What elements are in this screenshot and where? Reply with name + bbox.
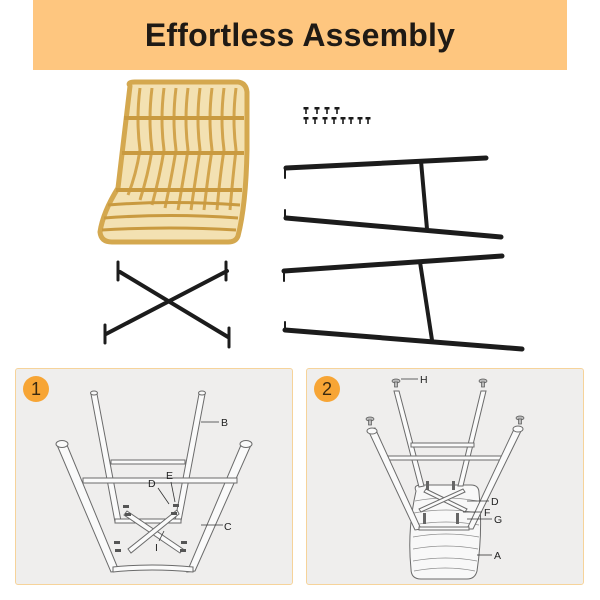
label-a: A bbox=[494, 550, 501, 562]
leg-frame-c-image bbox=[281, 253, 525, 352]
step-2-badge: 2 bbox=[314, 376, 340, 402]
step-1-panel: 1 bbox=[15, 368, 293, 585]
step-1-number: 1 bbox=[30, 378, 41, 399]
label-g: G bbox=[494, 514, 502, 526]
parts-photo bbox=[0, 70, 600, 365]
label-b: B bbox=[221, 417, 228, 429]
page-title: Effortless Assembly bbox=[144, 16, 456, 53]
label-f: F bbox=[484, 507, 490, 519]
step-1-badge: 1 bbox=[23, 376, 49, 402]
label-e: E bbox=[166, 470, 173, 482]
screws-image bbox=[303, 107, 371, 124]
step-2-panel: 2 bbox=[306, 368, 584, 585]
leg-frame-b-image bbox=[283, 155, 504, 240]
woven-seat-image bbox=[97, 79, 250, 245]
label-c: C bbox=[224, 521, 232, 533]
label-i: I bbox=[155, 542, 158, 554]
step-1-diagram: B C D E I bbox=[55, 390, 253, 573]
label-d: D bbox=[148, 478, 156, 490]
step-2-number: 2 bbox=[321, 378, 332, 399]
label-h: H bbox=[420, 374, 428, 386]
label-d: D bbox=[491, 496, 499, 508]
step-2-diagram: H D F G A bbox=[365, 374, 525, 580]
header-banner: Effortless Assembly bbox=[33, 0, 567, 70]
cross-brace-image bbox=[103, 260, 231, 349]
